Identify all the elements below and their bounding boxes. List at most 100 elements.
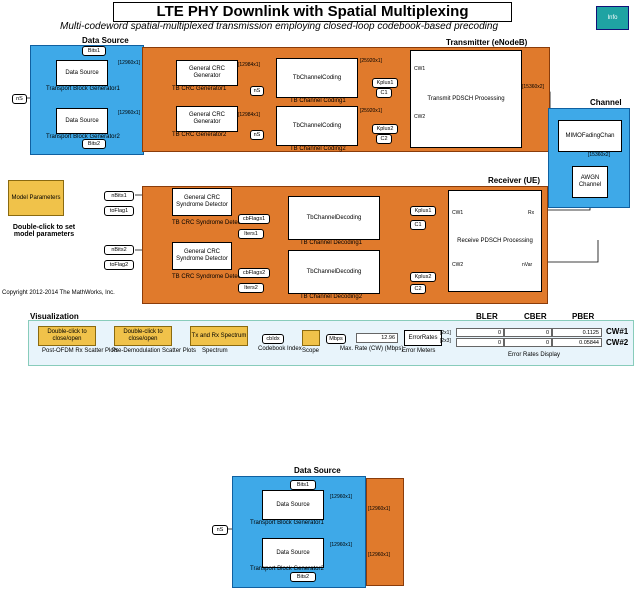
post-ofdm-scatter-button[interactable]: Double-click to close/open	[38, 326, 96, 346]
channel-coding-block-1[interactable]: TbChannelCoding	[276, 58, 358, 98]
rate-caption: Max. Rate (CW) (Mbps)	[340, 346, 404, 352]
spectrum-button[interactable]: Tx and Rx Spectrum	[190, 326, 248, 346]
dim-label: [12960x1]	[118, 60, 140, 66]
channel-decoding-block-2[interactable]: TbChannelDecoding	[288, 250, 380, 294]
table-cell: 0	[504, 338, 552, 347]
crc-detector-2-caption: TB CRC Syndrome Detector2	[172, 274, 252, 280]
pre-demod-scatter-button[interactable]: Double-click to close/open	[114, 326, 172, 346]
row-label-cw2: CW#2	[606, 338, 629, 347]
crc-generator-2-caption: TB CRC Generator2	[172, 132, 227, 138]
table-header-pber: PBER	[572, 312, 595, 321]
table-cell: 0.05844	[552, 338, 602, 347]
bits1-goto[interactable]: Bits1	[82, 46, 106, 56]
bits2-goto[interactable]: Bits2	[82, 139, 106, 149]
zoom-data-source-block-1[interactable]: Data Source	[262, 490, 324, 520]
transport-block-generator-2-caption: Transport Block Generator2	[46, 134, 120, 140]
crc-detector-1-caption: TB CRC Syndrome Detector1	[172, 220, 252, 226]
post-ofdm-caption: Post-OFDM Rx Scatter Plots	[42, 348, 119, 354]
transport-block-generator-1-caption: Transport Block Generator1	[46, 86, 120, 92]
mimo-fading-block[interactable]: MIMOFadingChan	[558, 120, 622, 152]
crc-generator-2[interactable]: General CRC Generator	[176, 106, 238, 132]
dim-label: [2x3]	[440, 338, 451, 344]
channel-coding-block-2[interactable]: TbChannelCoding	[276, 106, 358, 146]
iters2-goto[interactable]: Iters2	[238, 283, 264, 293]
c1-from[interactable]: C1	[410, 220, 426, 230]
cbflags1-goto[interactable]: cbFlags1	[238, 214, 270, 224]
nbits2-goto[interactable]: nBits2	[104, 245, 134, 255]
pre-demod-caption: Pre-Demodulation Scatter Plots	[112, 348, 197, 354]
c2-from[interactable]: C2	[410, 284, 426, 294]
mbps-from[interactable]: Mbps	[326, 334, 346, 344]
channel-decoding-2-caption: TB Channel Decoding2	[300, 294, 363, 300]
page-subtitle: Multi-codeword spatial-multiplexed trans…	[60, 21, 499, 32]
data-source-block-2[interactable]: Data Source	[56, 108, 108, 134]
model-parameters-block[interactable]: Model Parameters	[8, 180, 64, 216]
zoom-bits2-goto[interactable]: Bits2	[290, 572, 316, 582]
dim-label: [12960x1]	[118, 110, 140, 116]
toflag2-goto[interactable]: toFlag2	[104, 260, 134, 270]
error-rates-display-caption: Error Rates Display	[508, 352, 561, 358]
cw2-port: CW2	[452, 262, 464, 268]
dim-label: [12984x1]	[238, 112, 260, 118]
channel-decoding-block-1[interactable]: TbChannelDecoding	[288, 196, 380, 240]
kplus2-goto[interactable]: Kplus2	[372, 124, 398, 134]
transmit-pdsch-block[interactable]: Transmit PDSCH Processing	[410, 50, 522, 148]
channel-label: Channel	[590, 98, 622, 107]
data-source-block-1[interactable]: Data Source	[56, 60, 108, 86]
codebook-index-caption: Codebook Index	[258, 346, 302, 352]
crc-generator-1-caption: TB CRC Generator1	[172, 86, 227, 92]
c2-goto[interactable]: C2	[376, 134, 392, 144]
ns-from[interactable]: nS	[250, 130, 264, 140]
dim-label: [15360x2]	[522, 84, 544, 90]
cbflags2-goto[interactable]: cbFlags2	[238, 268, 270, 278]
receiver-label: Receiver (UE)	[488, 176, 541, 185]
cw1-port: CW1	[414, 66, 426, 72]
zoom-generator-2-caption: Transport Block Generator2	[250, 566, 324, 572]
zoom-bits1-goto[interactable]: Bits1	[290, 480, 316, 490]
data-source-label: Data Source	[82, 36, 129, 45]
rate-display: 12.96	[356, 333, 398, 343]
ns-from[interactable]: nS	[250, 86, 264, 96]
dim-label: [15360x2]	[588, 152, 610, 158]
error-rates-block[interactable]: ErrorRates	[404, 330, 442, 346]
zoom-data-source-label: Data Source	[294, 466, 341, 475]
cbidx-from[interactable]: cbIdx	[262, 334, 284, 344]
dim-label: [12960x1]	[330, 542, 352, 548]
zoom-data-source-block-2[interactable]: Data Source	[262, 538, 324, 568]
transmitter-label: Transmitter (eNodeB)	[446, 38, 528, 47]
kplus1-goto[interactable]: Kplus1	[372, 78, 398, 88]
toflag1-goto[interactable]: toFlag1	[104, 206, 134, 216]
channel-decoding-1-caption: TB Channel Decoding1	[300, 240, 363, 246]
table-header-cber: CBER	[524, 312, 547, 321]
ns-from[interactable]: nS	[12, 94, 27, 104]
visualization-label: Visualization	[30, 312, 79, 321]
dim-label: [25920x1]	[360, 108, 382, 114]
rx-port: Rx	[528, 210, 535, 216]
dim-label: [12984x1]	[238, 62, 260, 68]
table-cell: 0	[456, 328, 504, 337]
table-cell: 0	[456, 338, 504, 347]
crc-detector-1[interactable]: General CRC Syndrome Detector	[172, 188, 232, 216]
awgn-block[interactable]: AWGN Channel	[572, 166, 608, 198]
scope-caption: Scope	[302, 348, 320, 354]
receive-pdsch-block[interactable]: Receive PDSCH Processing	[448, 190, 542, 292]
kplus1-from[interactable]: Kplus1	[410, 206, 436, 216]
zoom-ns-from[interactable]: nS	[212, 525, 228, 535]
copyright: Copyright 2012-2014 The MathWorks, Inc.	[2, 290, 115, 296]
crc-detector-2[interactable]: General CRC Syndrome Detector	[172, 242, 232, 270]
channel-coding-2-caption: TB Channel Coding2	[290, 146, 346, 152]
nbits1-goto[interactable]: nBits1	[104, 191, 134, 201]
dim-label: [12960x1]	[330, 494, 352, 500]
c1-goto[interactable]: C1	[376, 88, 392, 98]
iters1-goto[interactable]: Iters1	[238, 229, 264, 239]
kplus2-from[interactable]: Kplus2	[410, 272, 436, 282]
page-title: LTE PHY Downlink with Spatial Multiplexi…	[113, 2, 512, 22]
crc-generator-1[interactable]: General CRC Generator	[176, 60, 238, 86]
scope-block[interactable]	[302, 330, 320, 346]
dim-label: [12960x1]	[368, 506, 390, 512]
row-label-cw1: CW#1	[606, 327, 629, 336]
info-button[interactable]: Info	[596, 6, 629, 30]
model-parameters-hint: Double-click to set model parameters	[12, 224, 76, 238]
dim-label: [12960x1]	[368, 552, 390, 558]
cw1-port: CW1	[452, 210, 464, 216]
